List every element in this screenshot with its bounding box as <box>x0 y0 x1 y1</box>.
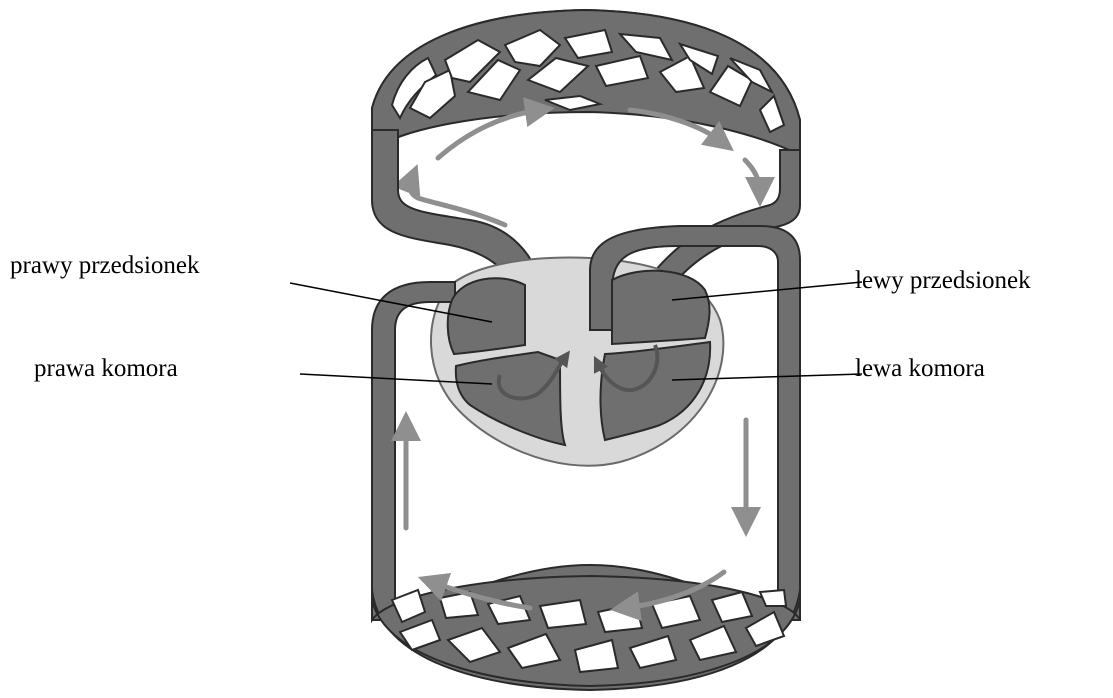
label-right-ventricle: prawa komora <box>34 356 178 381</box>
pulmonary-arrow-3 <box>745 160 760 192</box>
left-ventricle <box>600 342 710 440</box>
label-left-ventricle: lewa komora <box>855 356 985 381</box>
label-right-atrium: prawy przedsionek <box>10 253 200 278</box>
label-left-atrium: lewy przedsionek <box>855 268 1031 293</box>
pulmonary-flow-arrows <box>410 110 760 225</box>
lung-capillary-bed <box>372 10 800 160</box>
left-atrium <box>612 271 710 344</box>
